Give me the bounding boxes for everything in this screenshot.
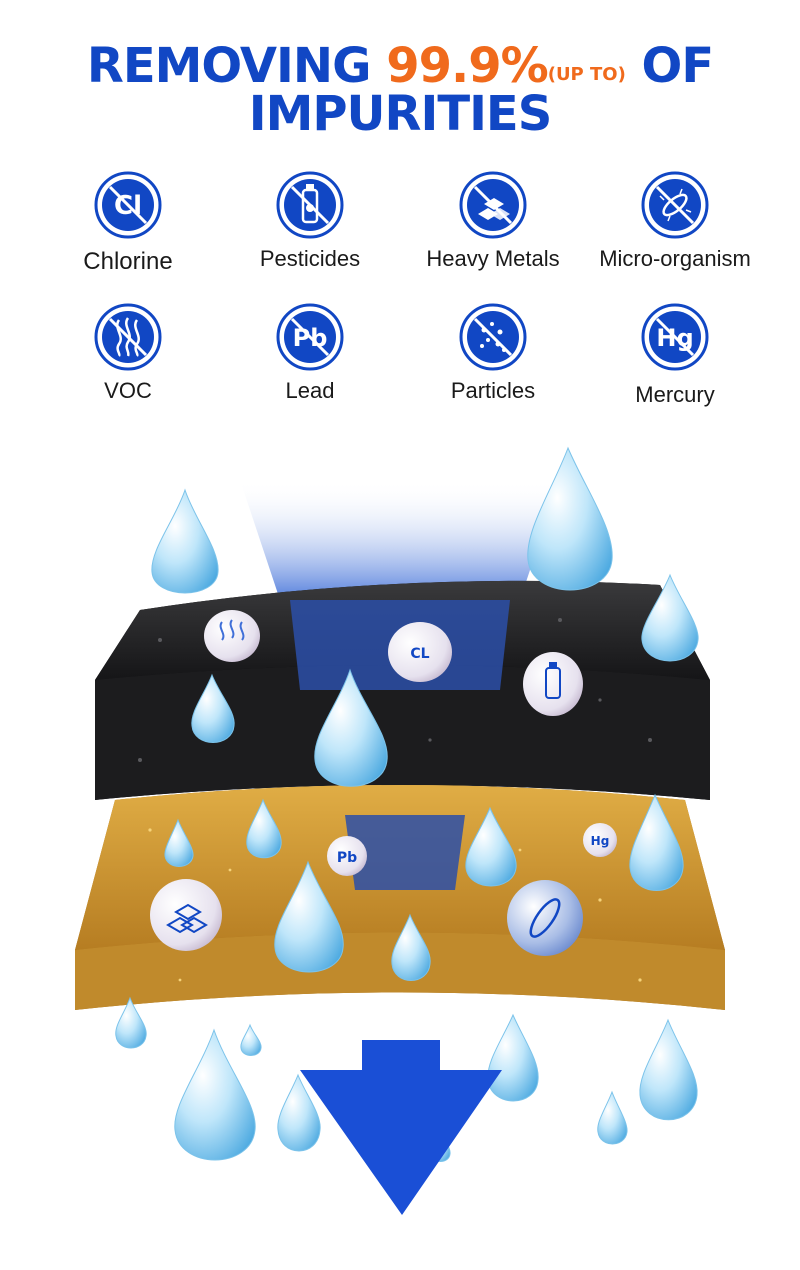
bacteria-icon bbox=[641, 171, 709, 239]
filter-illustration: CL Pb Hg bbox=[75, 446, 725, 1215]
bubble-micro-organism bbox=[507, 880, 583, 956]
impurity-mercury: Hg Mercury bbox=[585, 302, 765, 408]
impurity-label: Micro-organism bbox=[599, 246, 751, 271]
flow-arrow-down bbox=[300, 1040, 502, 1215]
headline-qualifier: (UP TO) bbox=[547, 64, 626, 85]
particles-icon bbox=[459, 303, 527, 371]
bubble-lead: Pb bbox=[327, 836, 367, 876]
activated-carbon-layer bbox=[95, 580, 710, 800]
mercury-icon: Hg bbox=[641, 303, 709, 371]
headline-removing: REMOVING bbox=[86, 38, 372, 94]
headline-percent: 99.9% bbox=[386, 38, 549, 94]
bubble-voc bbox=[204, 610, 260, 662]
impurity-chlorine: Cl Chlorine bbox=[38, 170, 218, 276]
water-drops bbox=[115, 446, 699, 1162]
impurity-label: Particles bbox=[450, 378, 536, 403]
impurity-pesticides: Pesticides bbox=[220, 170, 400, 272]
light-beam bbox=[240, 480, 560, 600]
headline-line-1: REMOVING 99.9%(UP TO) OF bbox=[0, 38, 800, 103]
headline-line-2: IMPURITIES bbox=[248, 86, 553, 142]
chlorine-icon: Cl bbox=[94, 171, 162, 239]
pesticide-bottle-icon bbox=[276, 171, 344, 239]
bubble-heavy-metals bbox=[150, 879, 222, 951]
headline-of: OF bbox=[641, 38, 715, 94]
bubble-mercury: Hg bbox=[583, 823, 617, 857]
impurity-heavy-metals: Heavy Metals bbox=[403, 170, 583, 272]
impurity-label: Mercury bbox=[635, 382, 715, 407]
impurity-micro-organism: Micro-organism bbox=[585, 170, 765, 272]
impurity-label: Chlorine bbox=[83, 248, 173, 275]
impurity-label: Pesticides bbox=[259, 246, 361, 271]
impurity-voc: VOC bbox=[38, 302, 218, 404]
bubble-label: Pb bbox=[337, 850, 357, 866]
impurity-label: Lead bbox=[285, 378, 335, 403]
impurity-lead: Pb Lead bbox=[220, 302, 400, 404]
lead-icon: Pb bbox=[276, 303, 344, 371]
bubble-pesticides bbox=[523, 652, 583, 716]
metal-bars-icon bbox=[459, 171, 527, 239]
impurity-label: VOC bbox=[104, 378, 152, 403]
bubble-label: CL bbox=[410, 646, 429, 662]
bubble-chlorine: CL bbox=[388, 622, 452, 682]
impurity-label: Heavy Metals bbox=[426, 246, 560, 271]
vapor-waves-icon bbox=[94, 303, 162, 371]
bubble-label: Hg bbox=[591, 834, 610, 848]
impurity-particles: Particles bbox=[403, 302, 583, 404]
